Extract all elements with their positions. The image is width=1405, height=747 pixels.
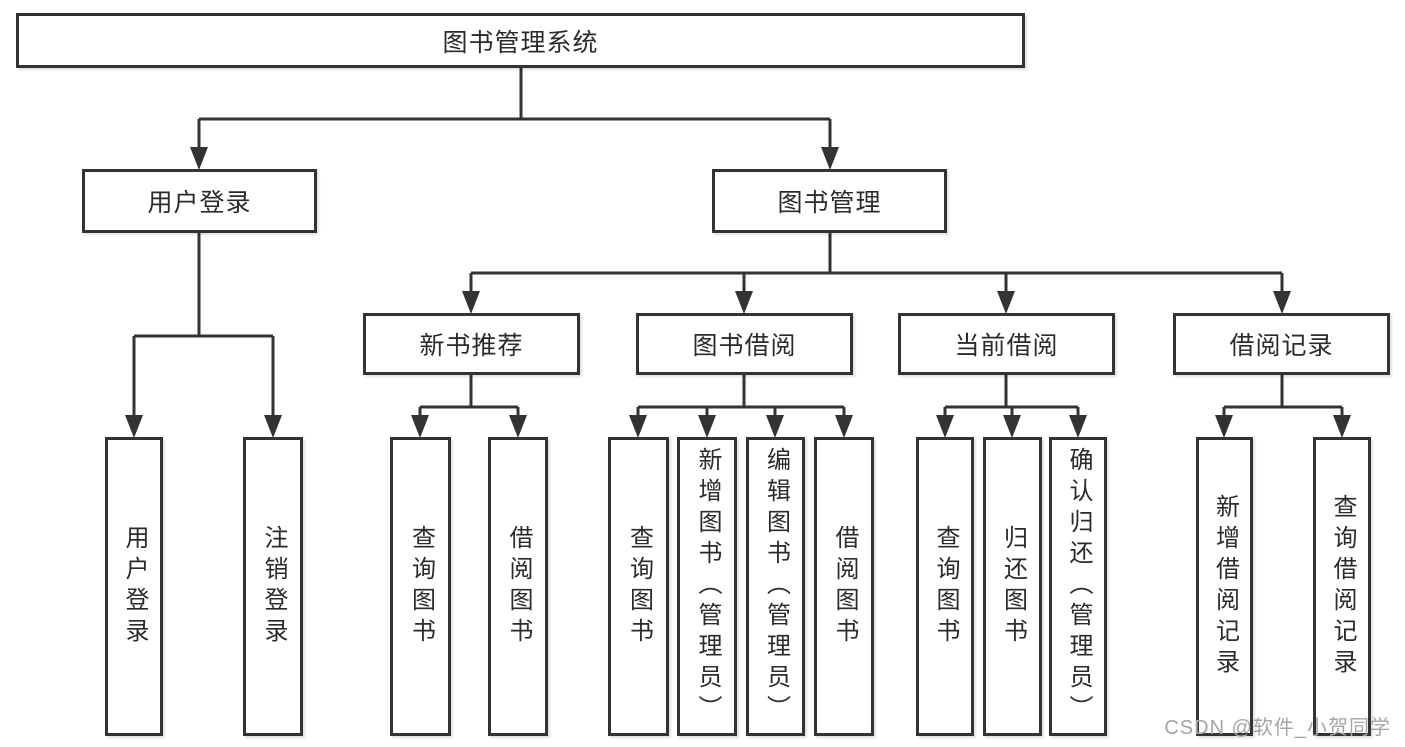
node-label: 新书推荐 bbox=[419, 332, 524, 360]
leaf-add-borrow-record: 新增借阅记录 bbox=[1196, 437, 1253, 736]
leaf-confirm-return-admin: 确认归还（管理员） bbox=[1049, 437, 1107, 736]
node-label: 用户登录 bbox=[121, 524, 148, 649]
node-label: 借阅图书 bbox=[505, 524, 532, 649]
node-book-management: 图书管理 bbox=[712, 169, 947, 233]
node-label: 编辑图书（管理员） bbox=[762, 447, 790, 726]
leaf-query-borrow-record: 查询借阅记录 bbox=[1313, 437, 1371, 736]
leaf-edit-books-admin: 编辑图书（管理员） bbox=[746, 437, 805, 736]
node-label: 查询图书 bbox=[407, 524, 435, 649]
leaf-query-books-recommend: 查询图书 bbox=[390, 437, 451, 736]
leaf-return-books: 归还图书 bbox=[983, 437, 1042, 736]
node-label: 查询图书 bbox=[625, 524, 653, 649]
node-label: 图书管理系统 bbox=[442, 28, 599, 57]
node-label: 借阅记录 bbox=[1229, 332, 1334, 360]
leaf-query-books-borrow: 查询图书 bbox=[608, 437, 669, 736]
node-label: 当前借阅 bbox=[954, 332, 1059, 360]
node-label: 新增图书（管理员） bbox=[694, 447, 721, 726]
node-label: 借阅图书 bbox=[831, 524, 858, 649]
leaf-query-books-current: 查询图书 bbox=[916, 437, 974, 736]
node-label: 归还图书 bbox=[999, 524, 1027, 649]
node-label: 注销登录 bbox=[260, 524, 287, 649]
leaf-borrow-books-recommend: 借阅图书 bbox=[488, 437, 548, 736]
node-label: 用户登录 bbox=[147, 189, 252, 217]
node-label: 查询借阅记录 bbox=[1329, 493, 1356, 680]
leaf-user-login: 用户登录 bbox=[105, 437, 163, 736]
csdn-watermark: CSDN @软件_小贺同学 bbox=[1164, 717, 1391, 739]
node-label: 确认归还（管理员） bbox=[1065, 447, 1092, 726]
node-user-login: 用户登录 bbox=[82, 169, 317, 233]
node-book-borrowing: 图书借阅 bbox=[636, 313, 853, 375]
node-new-book-recommend: 新书推荐 bbox=[363, 313, 580, 375]
node-label: 新增借阅记录 bbox=[1211, 493, 1239, 680]
node-current-borrowing: 当前借阅 bbox=[898, 313, 1115, 375]
node-system-root: 图书管理系统 bbox=[16, 13, 1025, 68]
node-label: 图书借阅 bbox=[692, 332, 797, 360]
leaf-logout: 注销登录 bbox=[243, 437, 303, 736]
node-borrowing-records: 借阅记录 bbox=[1173, 313, 1390, 375]
node-label: 图书管理 bbox=[777, 189, 882, 217]
leaf-add-books-admin: 新增图书（管理员） bbox=[677, 437, 737, 736]
leaf-borrow-books: 借阅图书 bbox=[814, 437, 874, 736]
node-label: 查询图书 bbox=[932, 524, 959, 649]
